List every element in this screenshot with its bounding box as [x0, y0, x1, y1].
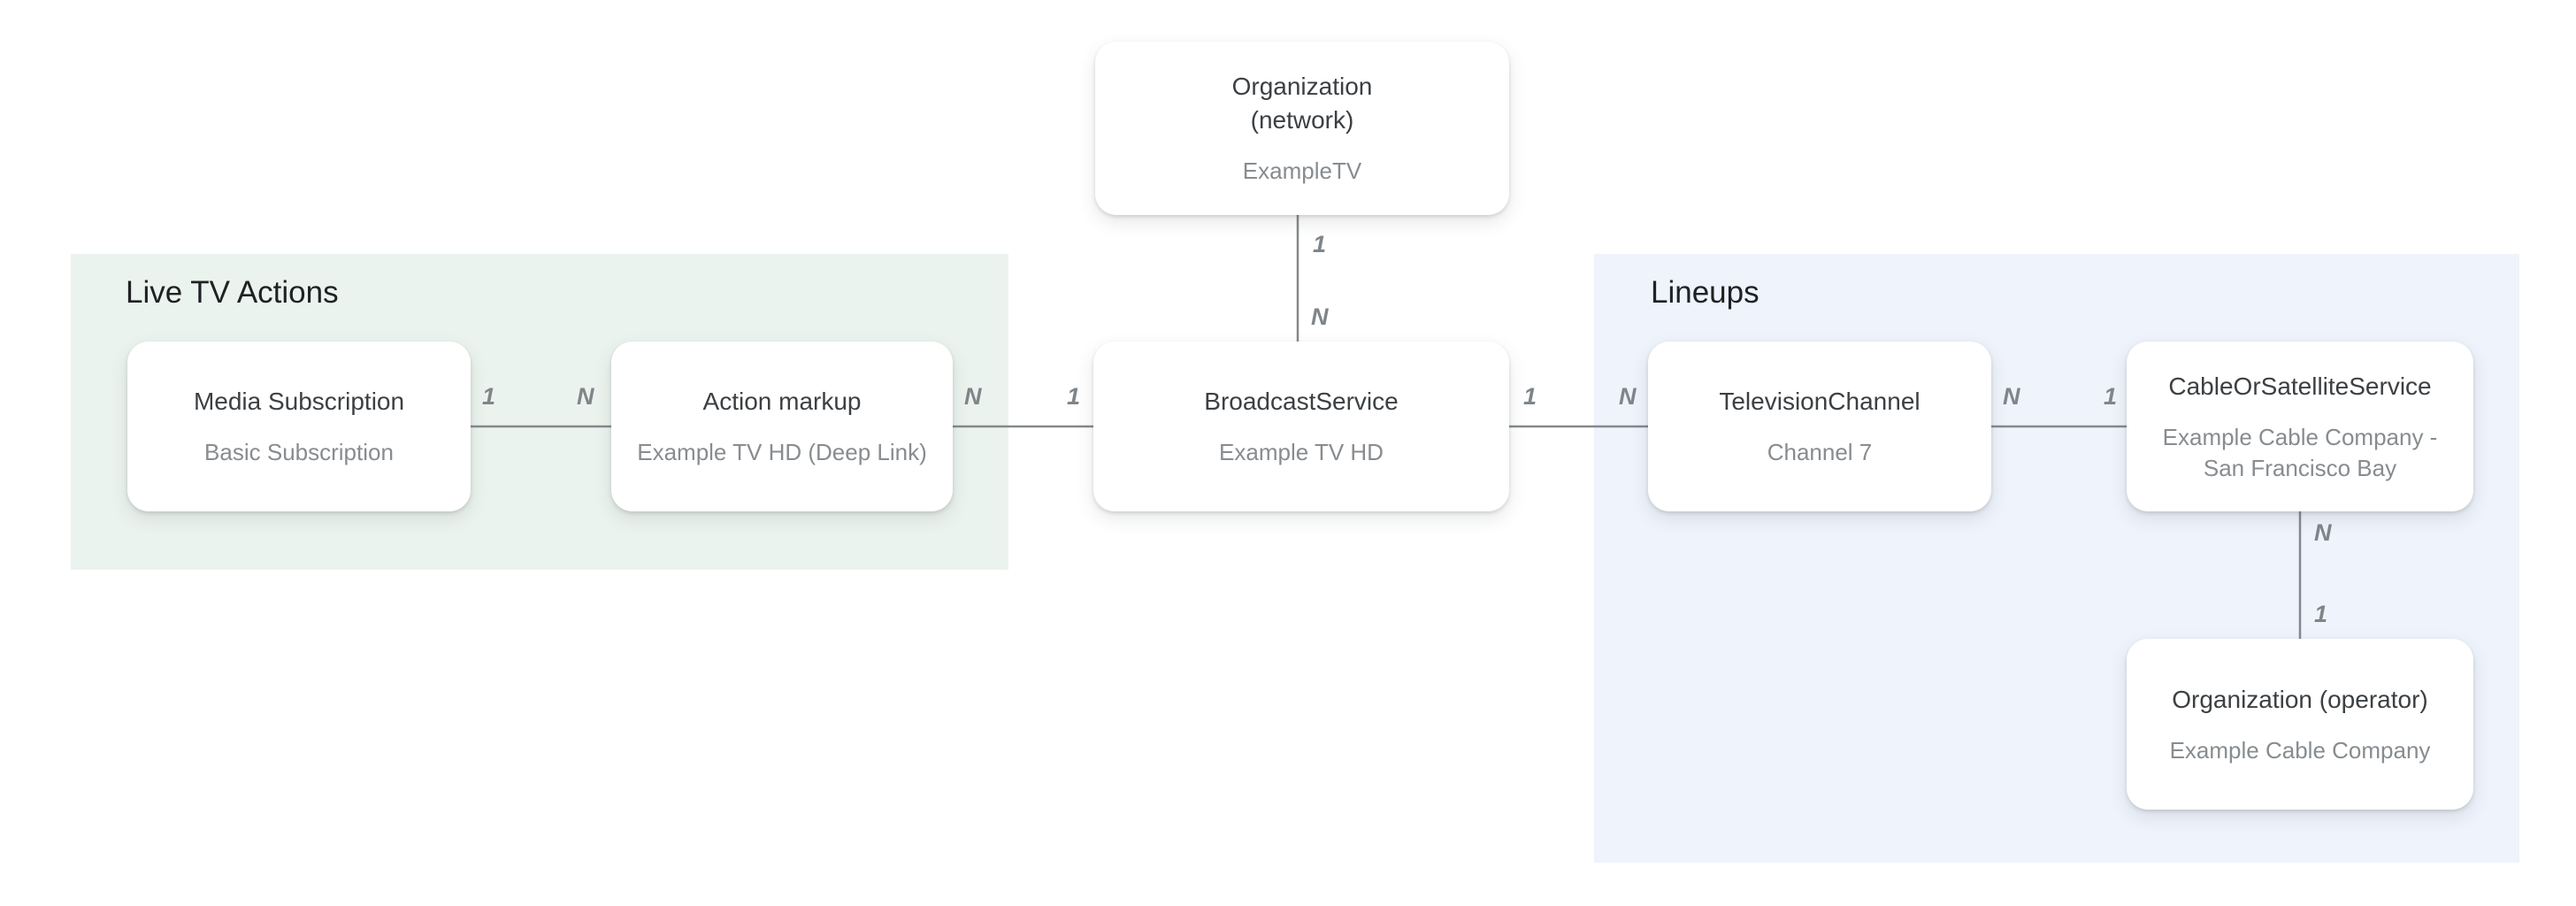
node-organization-network: Organization (network) ExampleTV — [1095, 42, 1509, 215]
node-subtitle: ExampleTV — [1242, 157, 1362, 184]
node-subtitle: Example TV HD — [1219, 439, 1384, 465]
cardinality-label: 1 — [1313, 231, 1327, 257]
cardinality-label: N — [2314, 519, 2332, 546]
region-header-lineups: Lineups — [1651, 275, 1760, 310]
node-title: CableOrSatelliteService — [2168, 372, 2432, 400]
node-subtitle: Example Cable Company - San Francisco Ba… — [2162, 423, 2438, 481]
cardinality-label: 1 — [2104, 383, 2118, 410]
cardinality-label: N — [1619, 383, 1637, 410]
node-cable-or-satellite-service: CableOrSatelliteService Example Cable Co… — [2127, 342, 2473, 511]
node-title: Action markup — [702, 388, 862, 415]
node-title: BroadcastService — [1204, 388, 1399, 415]
node-organization-operator: Organization (operator) Example Cable Co… — [2127, 639, 2473, 810]
cardinality-label: 1 — [2314, 601, 2328, 627]
node-broadcast-service: BroadcastService Example TV HD — [1093, 342, 1509, 511]
cardinality-label: 1 — [1067, 383, 1081, 410]
cardinality-label: 1 — [1523, 383, 1537, 410]
node-subtitle: Channel 7 — [1767, 439, 1873, 465]
node-title: Organization (network) — [1231, 73, 1373, 134]
cardinality-label: N — [964, 383, 982, 410]
node-title: TelevisionChannel — [1719, 388, 1920, 415]
node-media-subscription: Media Subscription Basic Subscription — [127, 342, 471, 511]
cardinality-label: N — [1311, 303, 1329, 330]
cardinality-label: N — [2003, 383, 2020, 410]
cardinality-label: N — [577, 383, 594, 410]
region-header-live-tv-actions: Live TV Actions — [126, 275, 339, 310]
node-title: Media Subscription — [193, 388, 405, 415]
cardinality-label: 1 — [482, 383, 496, 410]
node-television-channel: TelevisionChannel Channel 7 — [1648, 342, 1991, 511]
node-title: Organization (operator) — [2172, 685, 2428, 713]
node-subtitle: Example Cable Company — [2169, 736, 2431, 764]
node-action-markup: Action markup Example TV HD (Deep Link) — [611, 342, 953, 511]
node-subtitle: Example TV HD (Deep Link) — [637, 439, 927, 465]
node-subtitle: Basic Subscription — [204, 439, 394, 465]
